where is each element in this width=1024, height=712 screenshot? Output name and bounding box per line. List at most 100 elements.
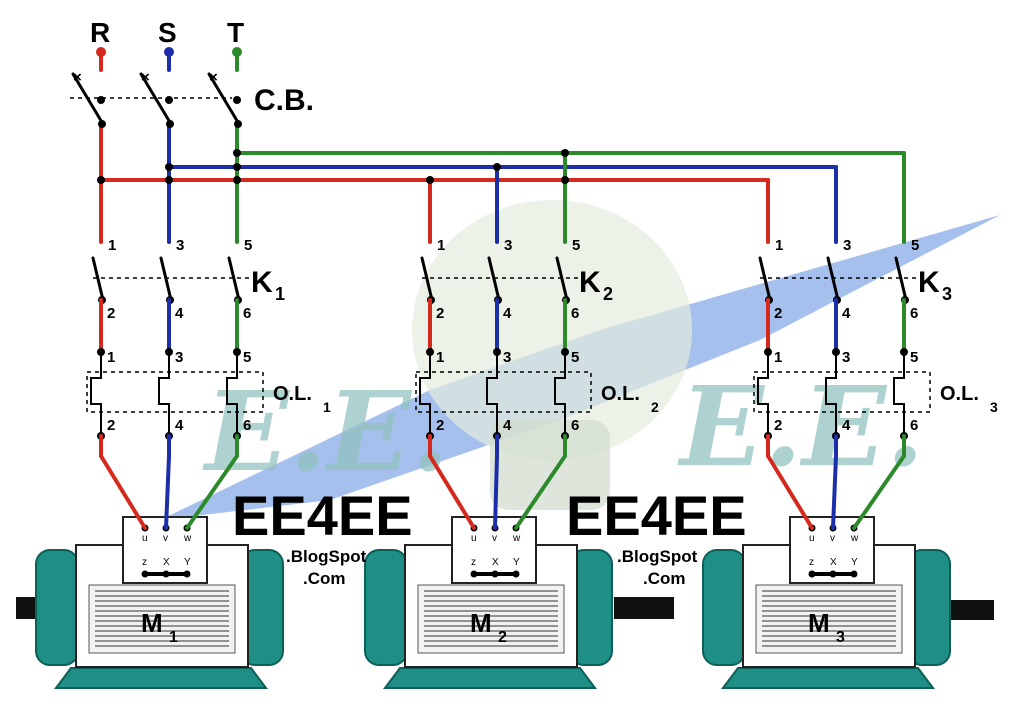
- motor-lead: [428, 454, 476, 530]
- overload-box: [415, 371, 592, 413]
- motor-terminal-bottom: Y: [851, 557, 858, 568]
- phase-label-t: T: [227, 17, 244, 48]
- motor-terminal-bottom: X: [163, 557, 170, 568]
- logo-letters-2: E.E.: [677, 362, 924, 491]
- overload-terminal-bottom: 2: [436, 417, 444, 434]
- motor-base: [721, 667, 935, 689]
- overload-label: O.L.: [940, 383, 979, 405]
- phase-label-s: S: [158, 17, 177, 48]
- phase-terminal: [96, 47, 106, 57]
- junction-dot: [165, 176, 173, 184]
- contactor-terminal-bottom: 6: [910, 305, 918, 322]
- watermark-line1: .BlogSpot: [286, 547, 367, 566]
- overload-terminal-bottom: 2: [107, 417, 115, 434]
- overload-terminal-top: 3: [842, 349, 850, 366]
- contactor-blade: [555, 256, 569, 302]
- breaker-contact: [98, 120, 106, 128]
- contactor-terminal-top: 3: [504, 237, 512, 254]
- junction-dot: [233, 176, 241, 184]
- overload-terminal-bottom: 4: [503, 417, 512, 434]
- motor-end-cap: [364, 549, 408, 666]
- breaker-x-mark: ×: [209, 69, 218, 86]
- motor-terminal-top: v: [163, 533, 168, 544]
- contactor-terminal-top: 1: [437, 237, 445, 254]
- overload-terminal-top: 5: [571, 349, 579, 366]
- contactor-label: K: [918, 266, 940, 299]
- overload-terminal-top: 3: [503, 349, 511, 366]
- contactor-blade: [159, 256, 173, 302]
- motor-terminal-top: w: [512, 533, 521, 544]
- junction-dot: [561, 149, 569, 157]
- overload-terminal-top: 1: [107, 349, 115, 366]
- overload-label-sub: 1: [323, 399, 331, 415]
- overload-terminal-top: 5: [910, 349, 918, 366]
- motor-base: [383, 667, 597, 689]
- contactor-terminal-bottom: 4: [503, 305, 512, 322]
- watermark-line2: .Com: [643, 569, 686, 588]
- overload-terminal-top: 1: [436, 349, 444, 366]
- overload-label-sub: 2: [651, 399, 659, 415]
- motor-terminal-bottom: X: [492, 557, 499, 568]
- junction-dot: [233, 149, 241, 157]
- contactor-label: K: [251, 266, 273, 299]
- motor-shaft: [950, 600, 994, 620]
- motor-terminal-bottom: Y: [513, 557, 520, 568]
- contactor-blade: [894, 256, 908, 302]
- phase-label-r: R: [90, 17, 110, 48]
- watermark-line2: .Com: [303, 569, 346, 588]
- logo-letters-1: E.E.: [202, 367, 449, 496]
- junction-dot: [493, 163, 501, 171]
- motor-label: M: [470, 608, 492, 638]
- junction-dot: [426, 176, 434, 184]
- breaker-blade: [71, 72, 105, 126]
- contactor-blade: [91, 256, 105, 302]
- motor-lead: [514, 454, 567, 530]
- overload-label: O.L.: [273, 383, 312, 405]
- watermark-line1: .BlogSpot: [617, 547, 698, 566]
- overload-terminal-bottom: 6: [571, 417, 579, 434]
- breaker-blade: [207, 72, 241, 126]
- overload-terminal-bottom: 4: [175, 417, 184, 434]
- motor-terminal-top: u: [471, 533, 477, 544]
- contactor-blade: [487, 256, 501, 302]
- contactor-label-sub: 2: [603, 284, 613, 304]
- contactor-terminal-top: 1: [775, 237, 783, 254]
- overload-element: [419, 352, 431, 436]
- contactor-blade: [826, 256, 840, 302]
- overload-element: [893, 352, 905, 436]
- contactor-terminal-bottom: 6: [243, 305, 251, 322]
- motor-lead: [493, 454, 499, 530]
- motor-terminal-top: v: [830, 533, 835, 544]
- watermark-title: EE4EE: [566, 484, 747, 547]
- overload-element: [757, 352, 769, 436]
- contactor-terminal-bottom: 4: [175, 305, 184, 322]
- motor-label: M: [808, 608, 830, 638]
- motor-shaft: [614, 597, 674, 619]
- overload-terminal-bottom: 6: [243, 417, 251, 434]
- contactor-terminal-top: 3: [176, 237, 184, 254]
- motor-terminal-bottom: z: [809, 557, 814, 568]
- bulb-glass: [412, 200, 692, 460]
- breaker-contact: [165, 96, 173, 104]
- overload-label-sub: 3: [990, 399, 998, 415]
- contactor-terminal-top: 5: [244, 237, 252, 254]
- overload-box: [753, 371, 931, 413]
- junction-dot: [561, 176, 569, 184]
- motor-lead: [164, 454, 171, 530]
- supply-wires: [96, 47, 906, 244]
- motor-terminal-bottom: z: [471, 557, 476, 568]
- breaker-contact: [97, 96, 105, 104]
- phase-terminal: [164, 47, 174, 57]
- contactor-terminal-bottom: 6: [571, 305, 579, 322]
- contactor-label: K: [579, 266, 601, 299]
- overload-terminal-bottom: 6: [910, 417, 918, 434]
- breaker-x-mark: ×: [73, 69, 82, 86]
- breaker-contact: [166, 120, 174, 128]
- breaker-label: C.B.: [254, 84, 314, 117]
